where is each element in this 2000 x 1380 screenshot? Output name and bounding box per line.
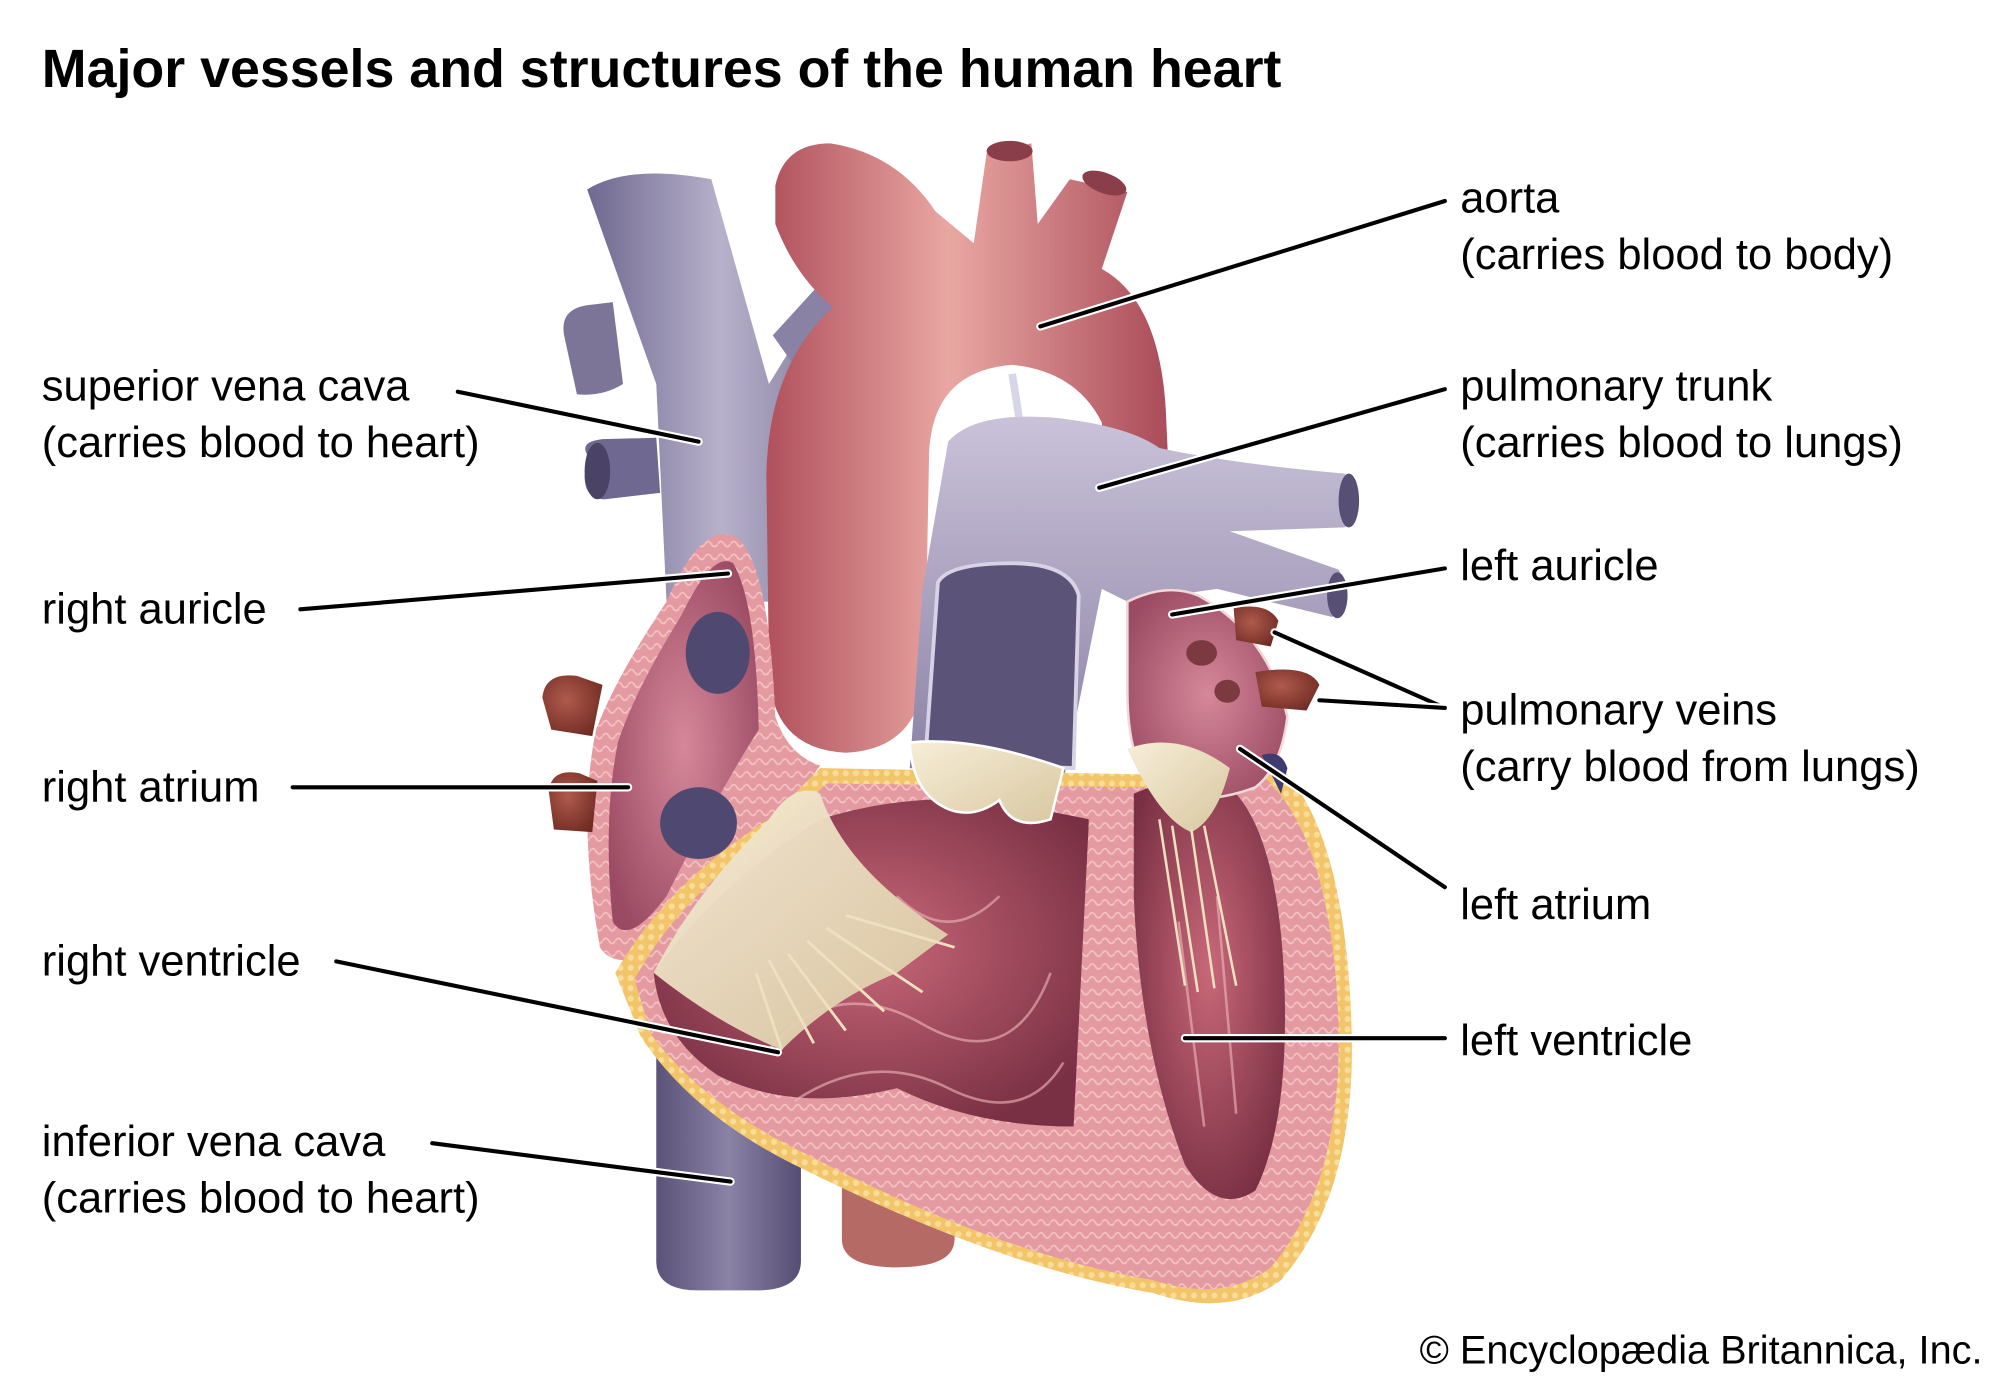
- leader-line-left-atrium: [1237, 746, 1447, 890]
- label-superior-vena-cava: superior vena cava (carries blood to hea…: [42, 363, 480, 467]
- leader-line-pulmonary-veins: [1272, 630, 1447, 710]
- valves-shape: [653, 740, 1238, 1051]
- leader-lines: [288, 196, 1450, 1186]
- leader-line-pulmonary-veins: [1317, 698, 1447, 710]
- page-title: Major vessels and structures of the huma…: [42, 39, 1282, 99]
- leader-line-left-auricle: [1170, 566, 1447, 617]
- label-pulmonary-trunk: pulmonary trunk (carries blood to lungs): [1460, 363, 1903, 467]
- label-left-atrium: left atrium: [1460, 881, 1651, 929]
- aorta-shape: [766, 140, 1173, 753]
- label-right-auricle: right auricle: [42, 585, 267, 633]
- label-aorta: aorta (carries blood to body): [1460, 175, 1893, 279]
- copyright-notice: © Encyclopædia Britannica, Inc.: [1420, 1328, 1983, 1372]
- labels-left: superior vena cava (carries blood to hea…: [42, 363, 480, 1223]
- leader-line-pulmonary-trunk: [1097, 387, 1447, 490]
- labels-right: aorta (carries blood to body) pulmonary …: [1460, 175, 1920, 1065]
- label-inferior-vena-cava: inferior vena cava (carries blood to hea…: [42, 1118, 480, 1222]
- label-right-ventricle: right ventricle: [42, 937, 301, 985]
- leader-line-inferior-vena-cava: [430, 1141, 733, 1184]
- right-atrium-shape: [542, 534, 821, 961]
- leader-line-superior-vena-cava: [455, 389, 701, 444]
- label-pulmonary-veins: pulmonary veins (carry blood from lungs): [1460, 687, 1920, 791]
- label-right-atrium: right atrium: [42, 763, 260, 811]
- label-left-auricle: left auricle: [1460, 542, 1658, 590]
- heart-illustration: [542, 140, 1360, 1304]
- label-left-ventricle: left ventricle: [1460, 1017, 1692, 1065]
- leader-line-right-auricle: [298, 571, 731, 612]
- leader-line-right-ventricle: [334, 959, 780, 1055]
- leader-line-aorta: [1038, 198, 1447, 329]
